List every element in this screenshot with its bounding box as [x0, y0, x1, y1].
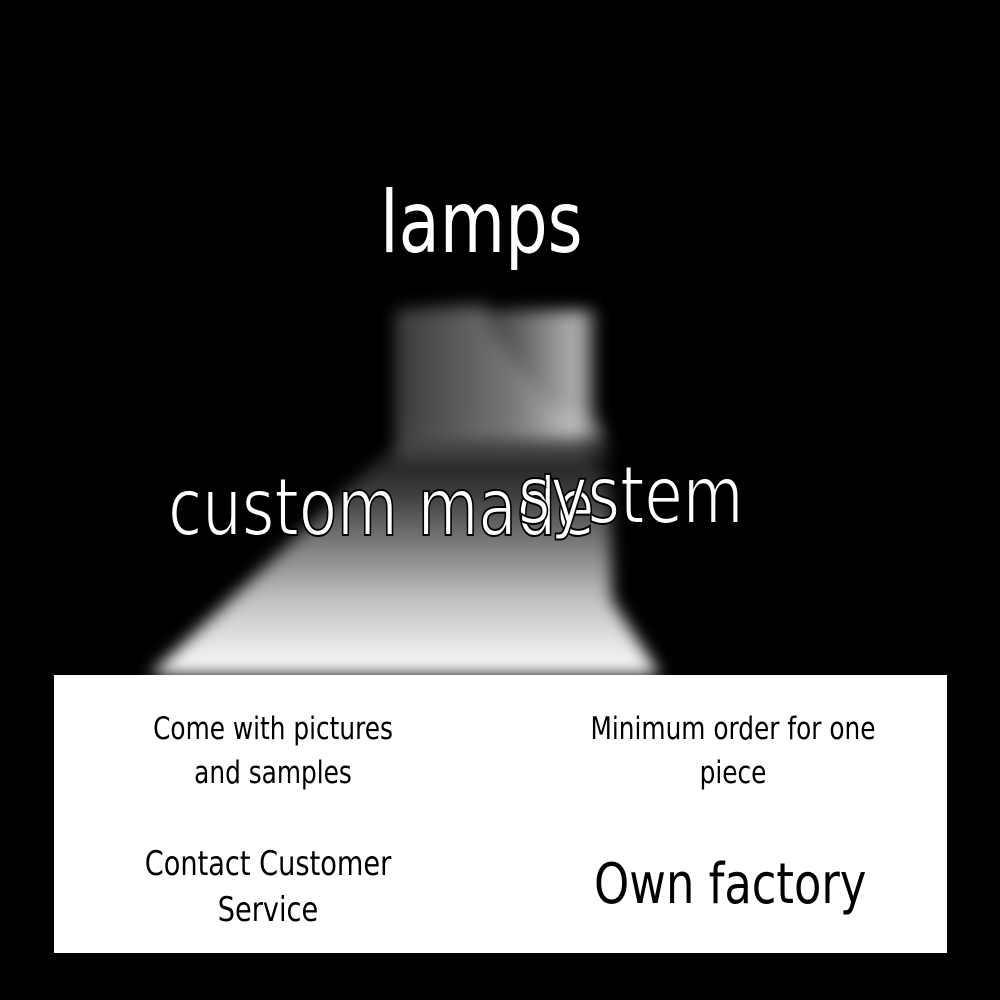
feature-pictures-samples: Come with pictures and samples — [96, 707, 450, 795]
feature-minimum-order-text: Minimum order for one piece — [590, 711, 876, 791]
feature-pictures-samples-text: Come with pictures and samples — [153, 711, 393, 791]
feature-own-factory-text: Own factory — [593, 852, 867, 917]
light-cone-shape — [150, 420, 660, 675]
lamp-shade-upper — [395, 300, 610, 460]
feature-own-factory: Own factory — [540, 853, 920, 917]
feature-contact-service-text[interactable]: Contact Customer Service — [144, 844, 392, 930]
headline-custom-made: custom made — [167, 461, 595, 554]
headline-lamps: lamps — [380, 173, 583, 273]
features-panel: Come with pictures and samples Minimum o… — [54, 675, 947, 953]
feature-contact-service[interactable]: Contact Customer Service — [106, 841, 430, 933]
feature-minimum-order: Minimum order for one piece — [546, 707, 920, 795]
headline-system: system — [517, 449, 744, 542]
